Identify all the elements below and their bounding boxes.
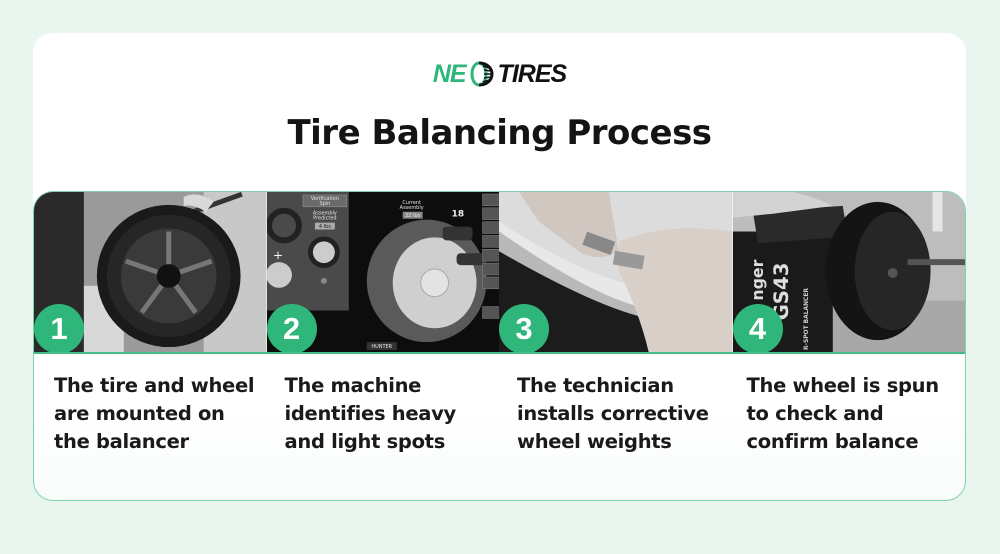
svg-text:Spin: Spin [319, 201, 330, 207]
step-captions: The tire and wheel are mounted on the ba… [34, 372, 965, 456]
photo-strip: 1 Verification Spin Assembly Predicted 4… [34, 192, 965, 354]
steps-panel: 1 Verification Spin Assembly Predicted 4… [33, 191, 966, 501]
svg-text:4 lbs: 4 lbs [318, 224, 330, 230]
svg-text:R-SPOT BALANCER: R-SPOT BALANCER [802, 288, 809, 350]
svg-text:Verification: Verification [310, 196, 338, 202]
neotires-logo: NE TIRES [33, 59, 966, 89]
step-1-caption: The tire and wheel are mounted on the ba… [54, 374, 255, 453]
step-2-caption: The machine identifies heavy and light s… [284, 374, 457, 453]
svg-text:Assembly: Assembly [312, 211, 336, 217]
step-2-badge: 2 [266, 304, 317, 352]
svg-text:Assembly: Assembly [399, 205, 423, 211]
logo-text-neo: NE [432, 59, 467, 88]
step-3-caption: The technician installs corrective wheel… [517, 374, 709, 453]
step-3-badge: 3 [499, 304, 549, 352]
infographic-card: NE TIRES Tire Balancing Process [33, 33, 966, 501]
page-title: Tire Balancing Process [287, 113, 712, 153]
svg-text:nger: nger [747, 259, 766, 300]
balancer-screen-image: Verification Spin Assembly Predicted 4 l… [266, 192, 499, 352]
svg-text:GS43: GS43 [769, 262, 792, 320]
svg-text:Current: Current [402, 200, 421, 206]
step-3-photo: 3 [499, 192, 733, 352]
tire-icon [470, 61, 494, 87]
svg-text:HUNTER: HUNTER [371, 344, 392, 350]
svg-text:+: + [272, 248, 282, 262]
svg-text:18: 18 [451, 210, 463, 220]
step-4-photo: nger GS43 R-SPOT BALANCER 4 [732, 192, 965, 352]
step-4-badge: 4 [732, 304, 783, 352]
step-1-badge: 1 [34, 304, 84, 352]
step-4-caption: The wheel is spun to check and confirm b… [746, 374, 940, 453]
step-1-photo: 1 [34, 192, 267, 352]
svg-text:Predicted: Predicted [313, 216, 336, 222]
logo-text-tires: TIRES [497, 59, 568, 88]
step-2-photo: Verification Spin Assembly Predicted 4 l… [266, 192, 499, 352]
svg-text:22 lbs: 22 lbs [405, 213, 420, 219]
